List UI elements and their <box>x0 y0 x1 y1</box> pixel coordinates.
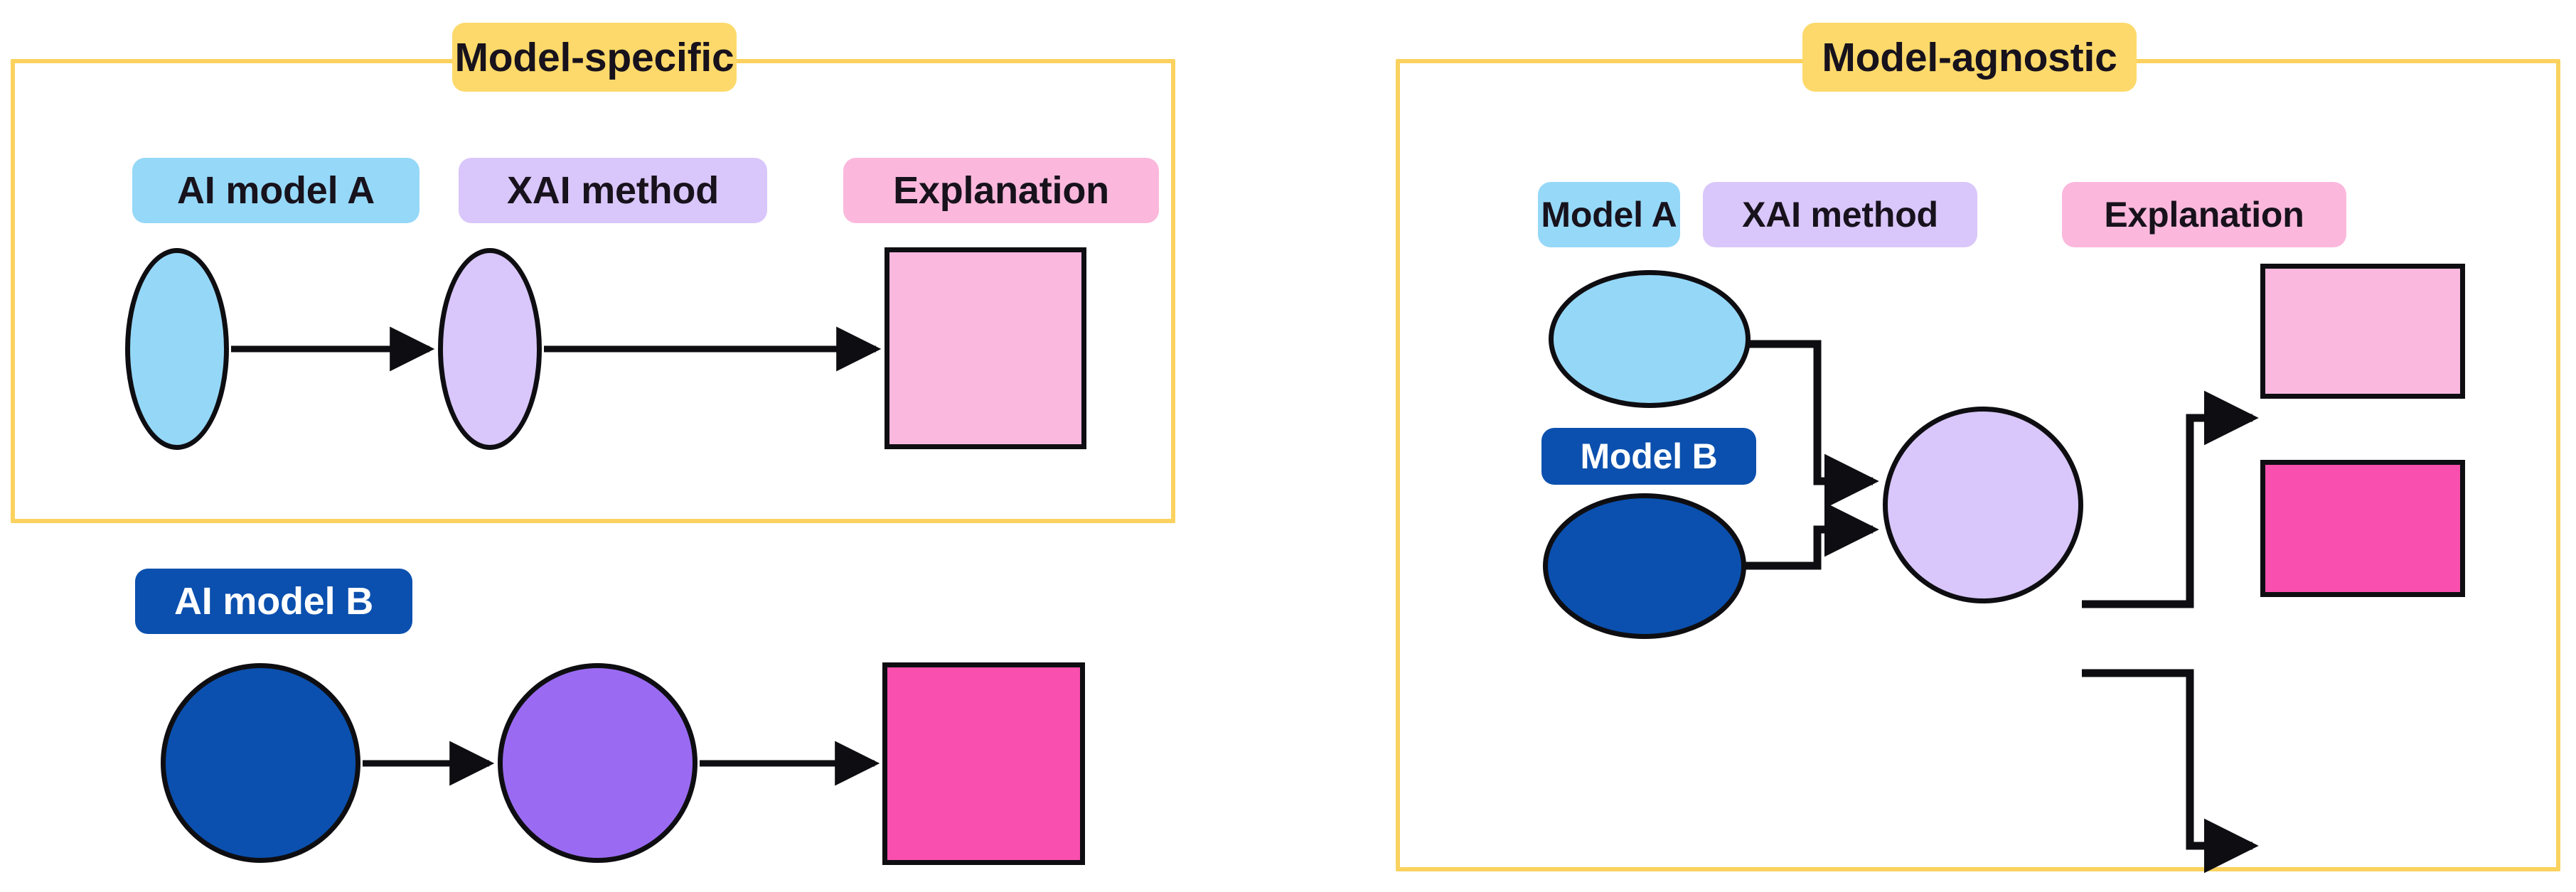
label-chip-ai-model-b: AI model B <box>135 569 412 634</box>
node-explanation-square-bottom <box>882 662 1085 865</box>
node-explanation-square-b <box>2260 460 2465 597</box>
label-chip-model-b: Model B <box>1541 428 1756 485</box>
label-chip-xai-method-left: XAI method <box>459 158 767 223</box>
node-explanation-square-top <box>885 247 1086 449</box>
label-chip-model-a: Model A <box>1538 182 1680 247</box>
label-chip-ai-model-a: AI model A <box>132 158 419 223</box>
panel-title-model-specific: Model-specific <box>452 23 737 92</box>
node-model-b-circle <box>1543 493 1746 639</box>
node-xai-method-circle-bottom <box>498 663 698 863</box>
label-chip-explanation-right: Explanation <box>2062 182 2346 247</box>
label-chip-explanation-left: Explanation <box>843 158 1159 223</box>
label-chip-xai-method-right: XAI method <box>1703 182 1977 247</box>
node-xai-method-circle-top <box>438 248 542 450</box>
node-ai-model-a-circle <box>125 248 229 450</box>
node-model-a-circle <box>1549 270 1751 408</box>
node-shared-xai-method-circle <box>1883 407 2083 603</box>
panel-title-model-agnostic: Model-agnostic <box>1802 23 2137 92</box>
node-ai-model-b-circle <box>161 663 360 863</box>
node-explanation-square-a <box>2260 264 2465 399</box>
